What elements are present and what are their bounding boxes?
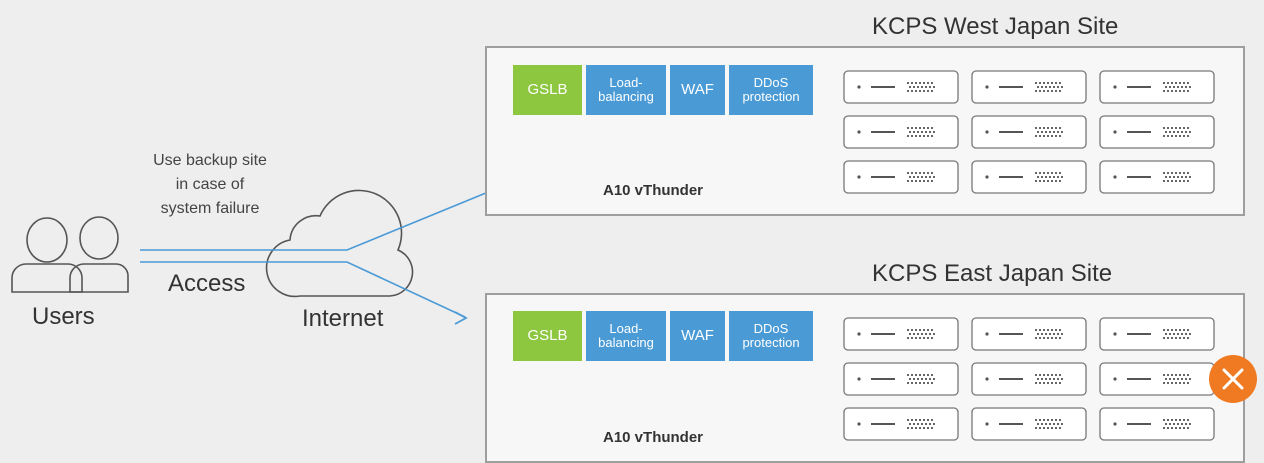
cloud-outline-icon: [265, 189, 414, 298]
server-rack-group: [843, 317, 1215, 441]
server-rack-icon: [971, 362, 1087, 396]
device-label-west: A10 vThunder: [603, 182, 704, 199]
server-rack-icon: [971, 115, 1087, 149]
close-icon: [1222, 368, 1244, 390]
chip-label: WAF: [681, 327, 714, 344]
chip-label: GSLB: [527, 327, 568, 344]
site-title-east: KCPS East Japan Site: [872, 260, 1113, 287]
server-rack-icon: [843, 70, 959, 104]
chip-label: GSLB: [527, 81, 568, 98]
chip-label: protection: [742, 89, 800, 104]
chip-label: DDoS: [753, 321, 789, 336]
backup-note-line: in case of: [175, 176, 245, 193]
server-rack-icon: [1099, 160, 1215, 194]
chip-label: WAF: [681, 81, 714, 98]
chip-label: balancing: [598, 89, 654, 104]
server-rack-icon: [1099, 362, 1215, 396]
backup-note-line: Use backup site: [153, 152, 267, 169]
server-rack-icon: [971, 317, 1087, 351]
server-grid-west: [843, 70, 1215, 194]
backup-note: Use backup site in case of system failur…: [120, 149, 300, 221]
chip-label: protection: [742, 335, 800, 350]
users-label: Users: [32, 303, 95, 330]
internet-label: Internet: [302, 305, 384, 332]
server-grid-east: [843, 317, 1215, 441]
user-outline-icon: [11, 217, 83, 293]
server-rack-group: [843, 70, 1215, 194]
arrow-right-icon: [454, 311, 468, 325]
server-rack-icon: [971, 160, 1087, 194]
gslb-chip: GSLB: [513, 311, 582, 361]
waf-chip: WAF: [670, 311, 725, 361]
waf-chip: WAF: [670, 65, 725, 115]
site-title-west: KCPS West Japan Site: [872, 13, 1119, 40]
server-rack-icon: [1099, 115, 1215, 149]
server-rack-icon: [1099, 70, 1215, 104]
server-rack-icon: [843, 407, 959, 441]
chip-label: Load-: [609, 321, 643, 336]
server-rack-icon: [971, 70, 1087, 104]
failure-badge: [1209, 355, 1257, 403]
device-label-east: A10 vThunder: [603, 429, 704, 446]
backup-note-line: system failure: [160, 200, 260, 217]
chip-label: Load-: [609, 75, 643, 90]
load-balancing-chip: Load-balancing: [586, 65, 666, 115]
server-rack-icon: [1099, 317, 1215, 351]
server-rack-icon: [1099, 407, 1215, 441]
chip-label: DDoS: [753, 75, 789, 90]
server-rack-icon: [843, 362, 959, 396]
load-balancing-chip: Load-balancing: [586, 311, 666, 361]
gslb-chip: GSLB: [513, 65, 582, 115]
chip-label: balancing: [598, 335, 654, 350]
server-rack-icon: [843, 317, 959, 351]
access-label: Access: [168, 270, 246, 297]
server-rack-icon: [843, 160, 959, 194]
user-outline-icon: [69, 216, 129, 293]
server-rack-icon: [843, 115, 959, 149]
link-lines: [140, 171, 538, 318]
server-rack-icon: [971, 407, 1087, 441]
